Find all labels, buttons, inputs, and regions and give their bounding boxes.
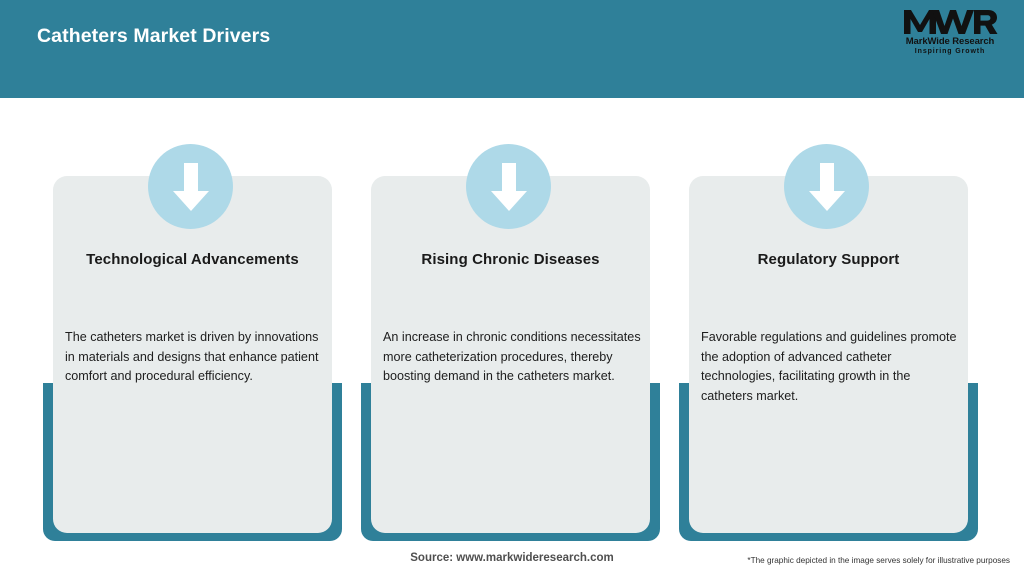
down-arrow-icon xyxy=(466,144,551,229)
disclaimer-note: *The graphic depicted in the image serve… xyxy=(747,556,1010,565)
logo-tagline: Inspiring Growth xyxy=(914,48,986,55)
card-panel xyxy=(53,176,332,533)
down-arrow-glyph xyxy=(490,162,527,211)
card-title: Regulatory Support xyxy=(757,251,900,268)
page-title: Catheters Market Drivers xyxy=(37,25,271,47)
card-body: The catheters market is driven by innova… xyxy=(65,330,319,384)
logo-company-name: MarkWide Research xyxy=(905,36,995,47)
driver-card-1[interactable]: Technological Advancements The catheters… xyxy=(43,140,342,541)
card-panel xyxy=(371,176,650,533)
down-arrow-icon xyxy=(148,144,233,229)
down-arrow-icon xyxy=(784,144,869,229)
source-attribution: Source: www.markwideresearch.com xyxy=(410,552,614,564)
driver-card-3[interactable]: Regulatory Support Favorable regulations… xyxy=(679,140,978,541)
card-body: An increase in chronic conditions necess… xyxy=(383,330,641,384)
mwr-logo-icon xyxy=(904,10,998,34)
driver-card-2[interactable]: Rising Chronic Diseases An increase in c… xyxy=(361,140,660,541)
down-arrow-glyph xyxy=(172,162,209,211)
card-title: Technological Advancements xyxy=(86,251,299,268)
card-title: Rising Chronic Diseases xyxy=(421,251,600,268)
header-bar: Catheters Market Drivers MarkWide Resear… xyxy=(0,0,1024,98)
brand-logo: MarkWide Research Inspiring Growth xyxy=(892,9,1008,59)
card-body: Favorable regulations and guidelines pro… xyxy=(701,330,957,403)
card-panel xyxy=(689,176,968,533)
down-arrow-glyph xyxy=(808,162,845,211)
